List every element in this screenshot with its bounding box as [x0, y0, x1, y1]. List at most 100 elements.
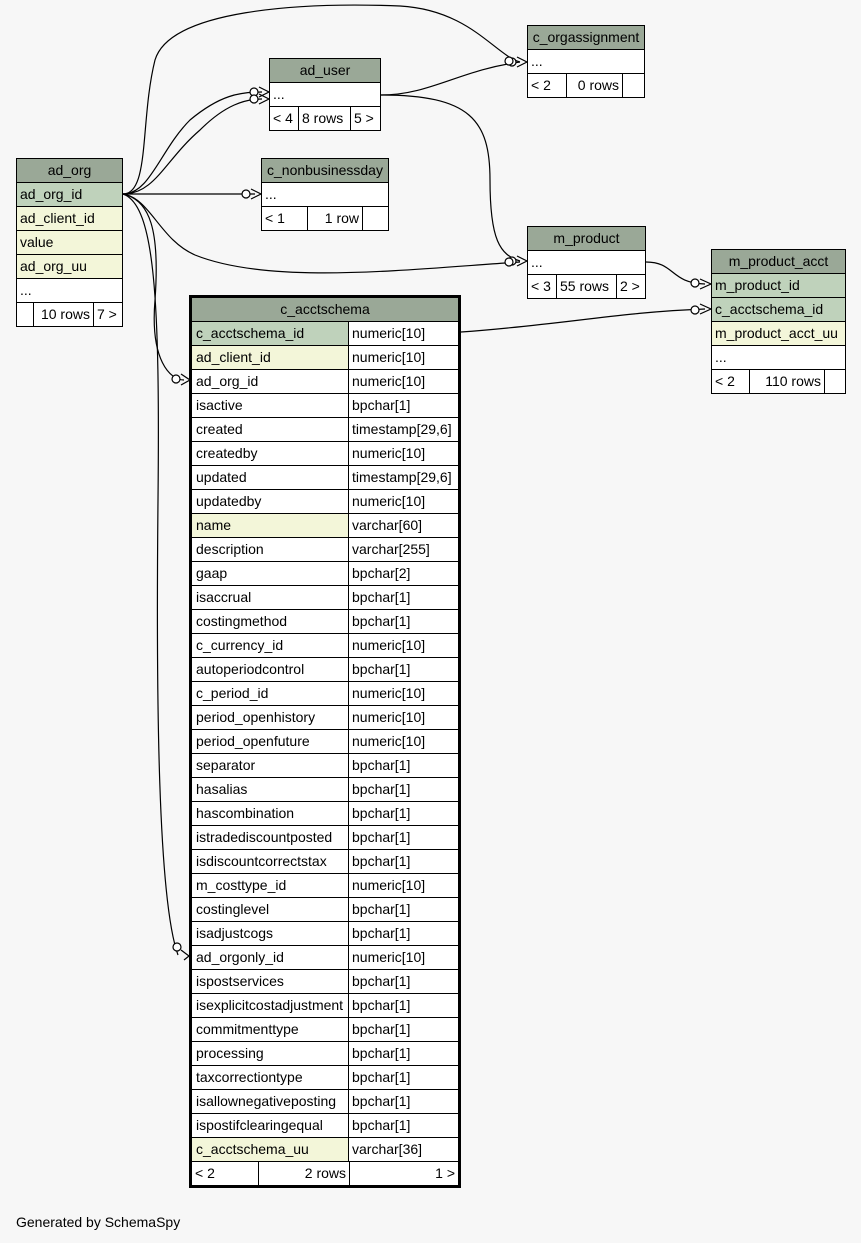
edge-ad-org-to-ad-org-id — [122, 193, 185, 381]
column-name: c_acctschema_id — [192, 322, 349, 345]
column-type: varchar[36] — [352, 1141, 423, 1157]
column-name: description — [192, 538, 349, 561]
column-type: bpchar[1] — [352, 1117, 411, 1133]
column-type: numeric[10] — [352, 685, 426, 701]
column-type: timestamp[29,6] — [352, 421, 452, 437]
edge-endpoint-marker — [690, 305, 700, 315]
table-ad-org[interactable]: ad_org ad_org_id ad_client_id value ad_o… — [16, 158, 123, 327]
column-type: numeric[10] — [352, 445, 426, 461]
table-m-product[interactable]: m_product ... < 3 55 rows 2 > — [527, 226, 646, 299]
column-name: name — [192, 514, 349, 537]
table-ad-user[interactable]: ad_user ... < 4 8 rows 5 > — [269, 58, 381, 131]
children-link[interactable] — [825, 370, 845, 393]
column-name: separator — [192, 754, 349, 777]
column-name: ad_client_id — [192, 346, 349, 369]
column-name: c_period_id — [192, 682, 349, 705]
children-link[interactable] — [623, 74, 644, 97]
crowfoot-marker — [180, 949, 190, 961]
column-more: ... — [262, 183, 388, 207]
column-name: period_openhistory — [192, 706, 349, 729]
column-more: ... — [528, 251, 645, 275]
table-title[interactable]: ad_user — [270, 59, 380, 83]
column-name: costingmethod — [192, 610, 349, 633]
edge-ad-org-to-ad-orgonly-id — [122, 193, 179, 956]
row-count: 1 row — [308, 207, 363, 230]
column-type: numeric[10] — [352, 325, 426, 341]
children-link[interactable] — [363, 207, 388, 230]
column-name: updated — [192, 466, 349, 489]
column-type: bpchar[1] — [352, 829, 411, 845]
parents-link[interactable] — [17, 303, 34, 326]
column-type: varchar[60] — [352, 517, 423, 533]
table-title[interactable]: m_product_acct — [712, 250, 845, 274]
column-type: bpchar[1] — [352, 925, 411, 941]
column-type: bpchar[1] — [352, 1069, 411, 1085]
column-type: bpchar[1] — [352, 1045, 411, 1061]
table-title[interactable]: c_acctschema — [192, 298, 458, 322]
table-title[interactable]: ad_org — [17, 159, 122, 183]
parents-link[interactable]: < 2 — [528, 74, 567, 97]
parents-link[interactable]: < 3 — [528, 275, 557, 298]
column-name: istradediscountposted — [192, 826, 349, 849]
parents-link[interactable]: < 2 — [712, 370, 750, 393]
crowfoot-marker — [258, 93, 271, 105]
edge-endpoint-marker — [249, 94, 259, 104]
edge-c-acctschema-to-m-product-acct — [460, 308, 706, 333]
parents-link[interactable]: < 2 — [192, 1162, 259, 1185]
column-more: ... — [270, 83, 380, 107]
table-title[interactable]: c_nonbusinessday — [262, 159, 388, 183]
column-name: hasalias — [192, 778, 349, 801]
crowfoot-marker — [516, 56, 529, 68]
crowfoot-marker — [250, 188, 263, 200]
children-link[interactable]: 2 > — [620, 278, 640, 294]
table-title[interactable]: m_product — [528, 227, 645, 251]
children-link[interactable]: 7 > — [97, 306, 117, 322]
column-name: createdby — [192, 442, 349, 465]
parents-link[interactable]: < 1 — [262, 207, 308, 230]
edge-endpoint-marker — [507, 256, 517, 266]
children-link[interactable]: 1 > — [435, 1165, 455, 1181]
column-more: ... — [712, 346, 845, 370]
column-value: value — [17, 231, 122, 255]
column-name: isactive — [192, 394, 349, 417]
edge-endpoint-marker — [690, 278, 700, 288]
column-more: ... — [17, 279, 122, 303]
row-count: 110 rows — [750, 370, 825, 393]
parents-link[interactable]: < 4 — [270, 107, 299, 130]
column-type: bpchar[1] — [352, 589, 411, 605]
column-name: created — [192, 418, 349, 441]
column-name: taxcorrectiontype — [192, 1066, 349, 1089]
children-link[interactable]: 5 > — [354, 110, 374, 126]
table-c-orgassignment[interactable]: c_orgassignment ... < 2 0 rows — [527, 25, 645, 98]
column-type: varchar[255] — [352, 541, 430, 557]
column-name: period_openfuture — [192, 730, 349, 753]
table-m-product-acct[interactable]: m_product_acct m_product_id c_acctschema… — [711, 249, 846, 394]
table-c-nonbusinessday[interactable]: c_nonbusinessday ... < 1 1 row — [261, 158, 389, 231]
crowfoot-marker — [699, 278, 713, 290]
column-type: numeric[10] — [352, 877, 426, 893]
column-type: bpchar[1] — [352, 805, 411, 821]
column-type: bpchar[1] — [352, 1093, 411, 1109]
column-type: numeric[10] — [352, 949, 426, 965]
column-name: processing — [192, 1042, 349, 1065]
table-title[interactable]: c_orgassignment — [528, 26, 644, 50]
edge-endpoint-marker — [504, 257, 514, 267]
